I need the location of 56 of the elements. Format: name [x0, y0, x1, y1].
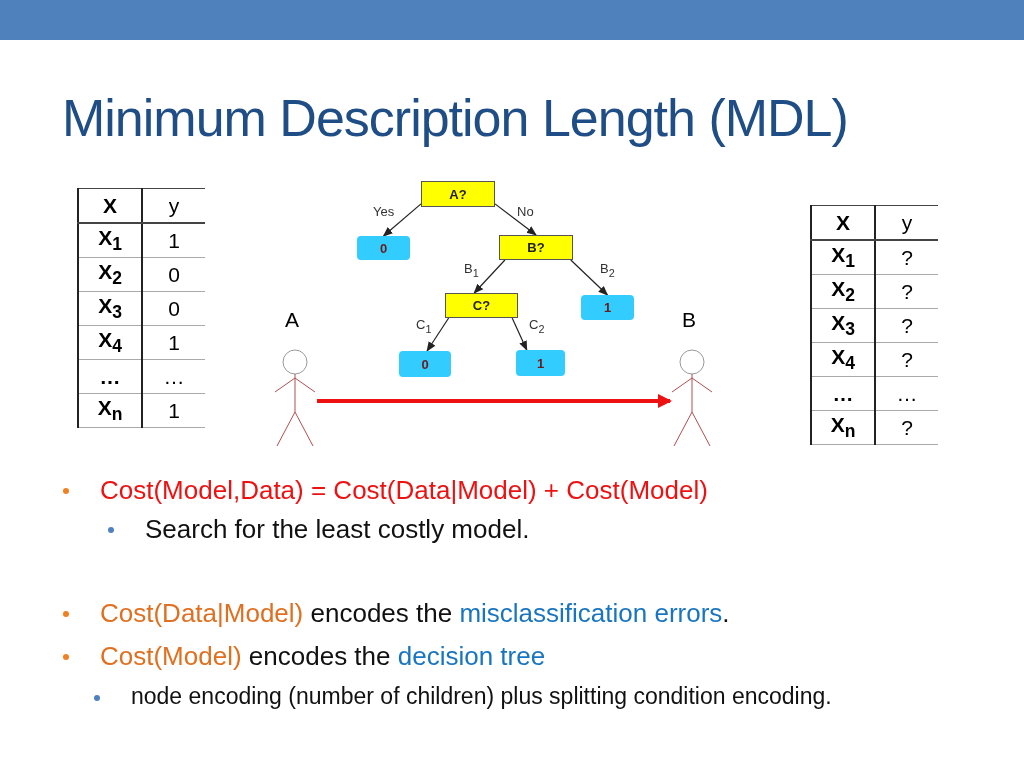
- table-cell: …: [875, 376, 938, 411]
- edge-label: B$_{1}$: [463, 262, 480, 280]
- table-cell: X$_{3}$: [78, 291, 142, 326]
- table-cell: …: [78, 359, 142, 394]
- table-cell: ?: [875, 274, 938, 309]
- person-label: A: [285, 308, 299, 332]
- table-cell: 1: [142, 325, 205, 360]
- decision-box: C?: [445, 293, 518, 318]
- bullet-text: Cost(Model,Data) = Cost(Data|Model) + Cost(Model): [100, 474, 708, 507]
- arrow: [511, 317, 528, 351]
- table-cell: 0: [142, 257, 205, 292]
- table-cell: X$_{2}$: [811, 274, 875, 309]
- table-cell: y: [875, 205, 938, 240]
- decision-box: B?: [499, 235, 573, 260]
- arrow: [382, 203, 422, 237]
- edge-label: C$_{1}$: [415, 318, 433, 336]
- table-cell: …: [142, 359, 205, 394]
- table-cell: X$_{4}$: [811, 342, 875, 377]
- decision-box: A?: [421, 181, 495, 207]
- arrow: [494, 203, 537, 236]
- table-cell: y: [142, 188, 205, 223]
- arrow: [426, 317, 450, 352]
- arrow: [317, 393, 672, 408]
- leaf-box: 0: [399, 351, 451, 377]
- table-cell: 0: [142, 291, 205, 326]
- table-cell: X$_{3}$: [811, 308, 875, 343]
- bullet-text: Cost(Data|Model) encodes the misclassification errors.: [100, 597, 730, 630]
- edge-label: No: [516, 205, 535, 219]
- table-cell: X: [78, 188, 142, 223]
- leaf-box: 0: [357, 236, 410, 260]
- table-cell: X$_{4}$: [78, 325, 142, 360]
- table-cell: 1: [142, 223, 205, 258]
- bullet-text: Cost(Model) encodes the decision tree: [100, 640, 546, 673]
- table-cell: X$_{2}$: [78, 257, 142, 292]
- arrow: [473, 259, 506, 294]
- slide-title: Minimum Description Length (MDL): [62, 88, 848, 149]
- table-cell: ?: [875, 342, 938, 377]
- table-cell: ?: [875, 308, 938, 343]
- table-cell: X$_{1}$: [78, 223, 142, 258]
- table-cell: ?: [875, 410, 938, 445]
- table-cell: X: [811, 205, 875, 240]
- edge-label: B$_{2}$: [599, 262, 616, 280]
- table-cell: ?: [875, 240, 938, 275]
- table-cell: X$_{n}$: [78, 393, 142, 428]
- arrow: [570, 259, 609, 296]
- person-label: B: [682, 308, 696, 332]
- bullet-text: node encoding (number of children) plus splitting condition encoding.: [131, 682, 833, 711]
- table-cell: …: [811, 376, 875, 411]
- table-cell: X$_{1}$: [811, 240, 875, 275]
- leaf-box: 1: [581, 295, 634, 320]
- bullet-text: Search for the least costly model.: [145, 513, 530, 546]
- table-cell: 1: [142, 393, 205, 428]
- edge-label: Yes: [372, 205, 396, 219]
- leaf-box: 1: [516, 350, 565, 376]
- table-cell: X$_{n}$: [811, 410, 875, 445]
- edge-label: C$_{2}$: [528, 318, 546, 336]
